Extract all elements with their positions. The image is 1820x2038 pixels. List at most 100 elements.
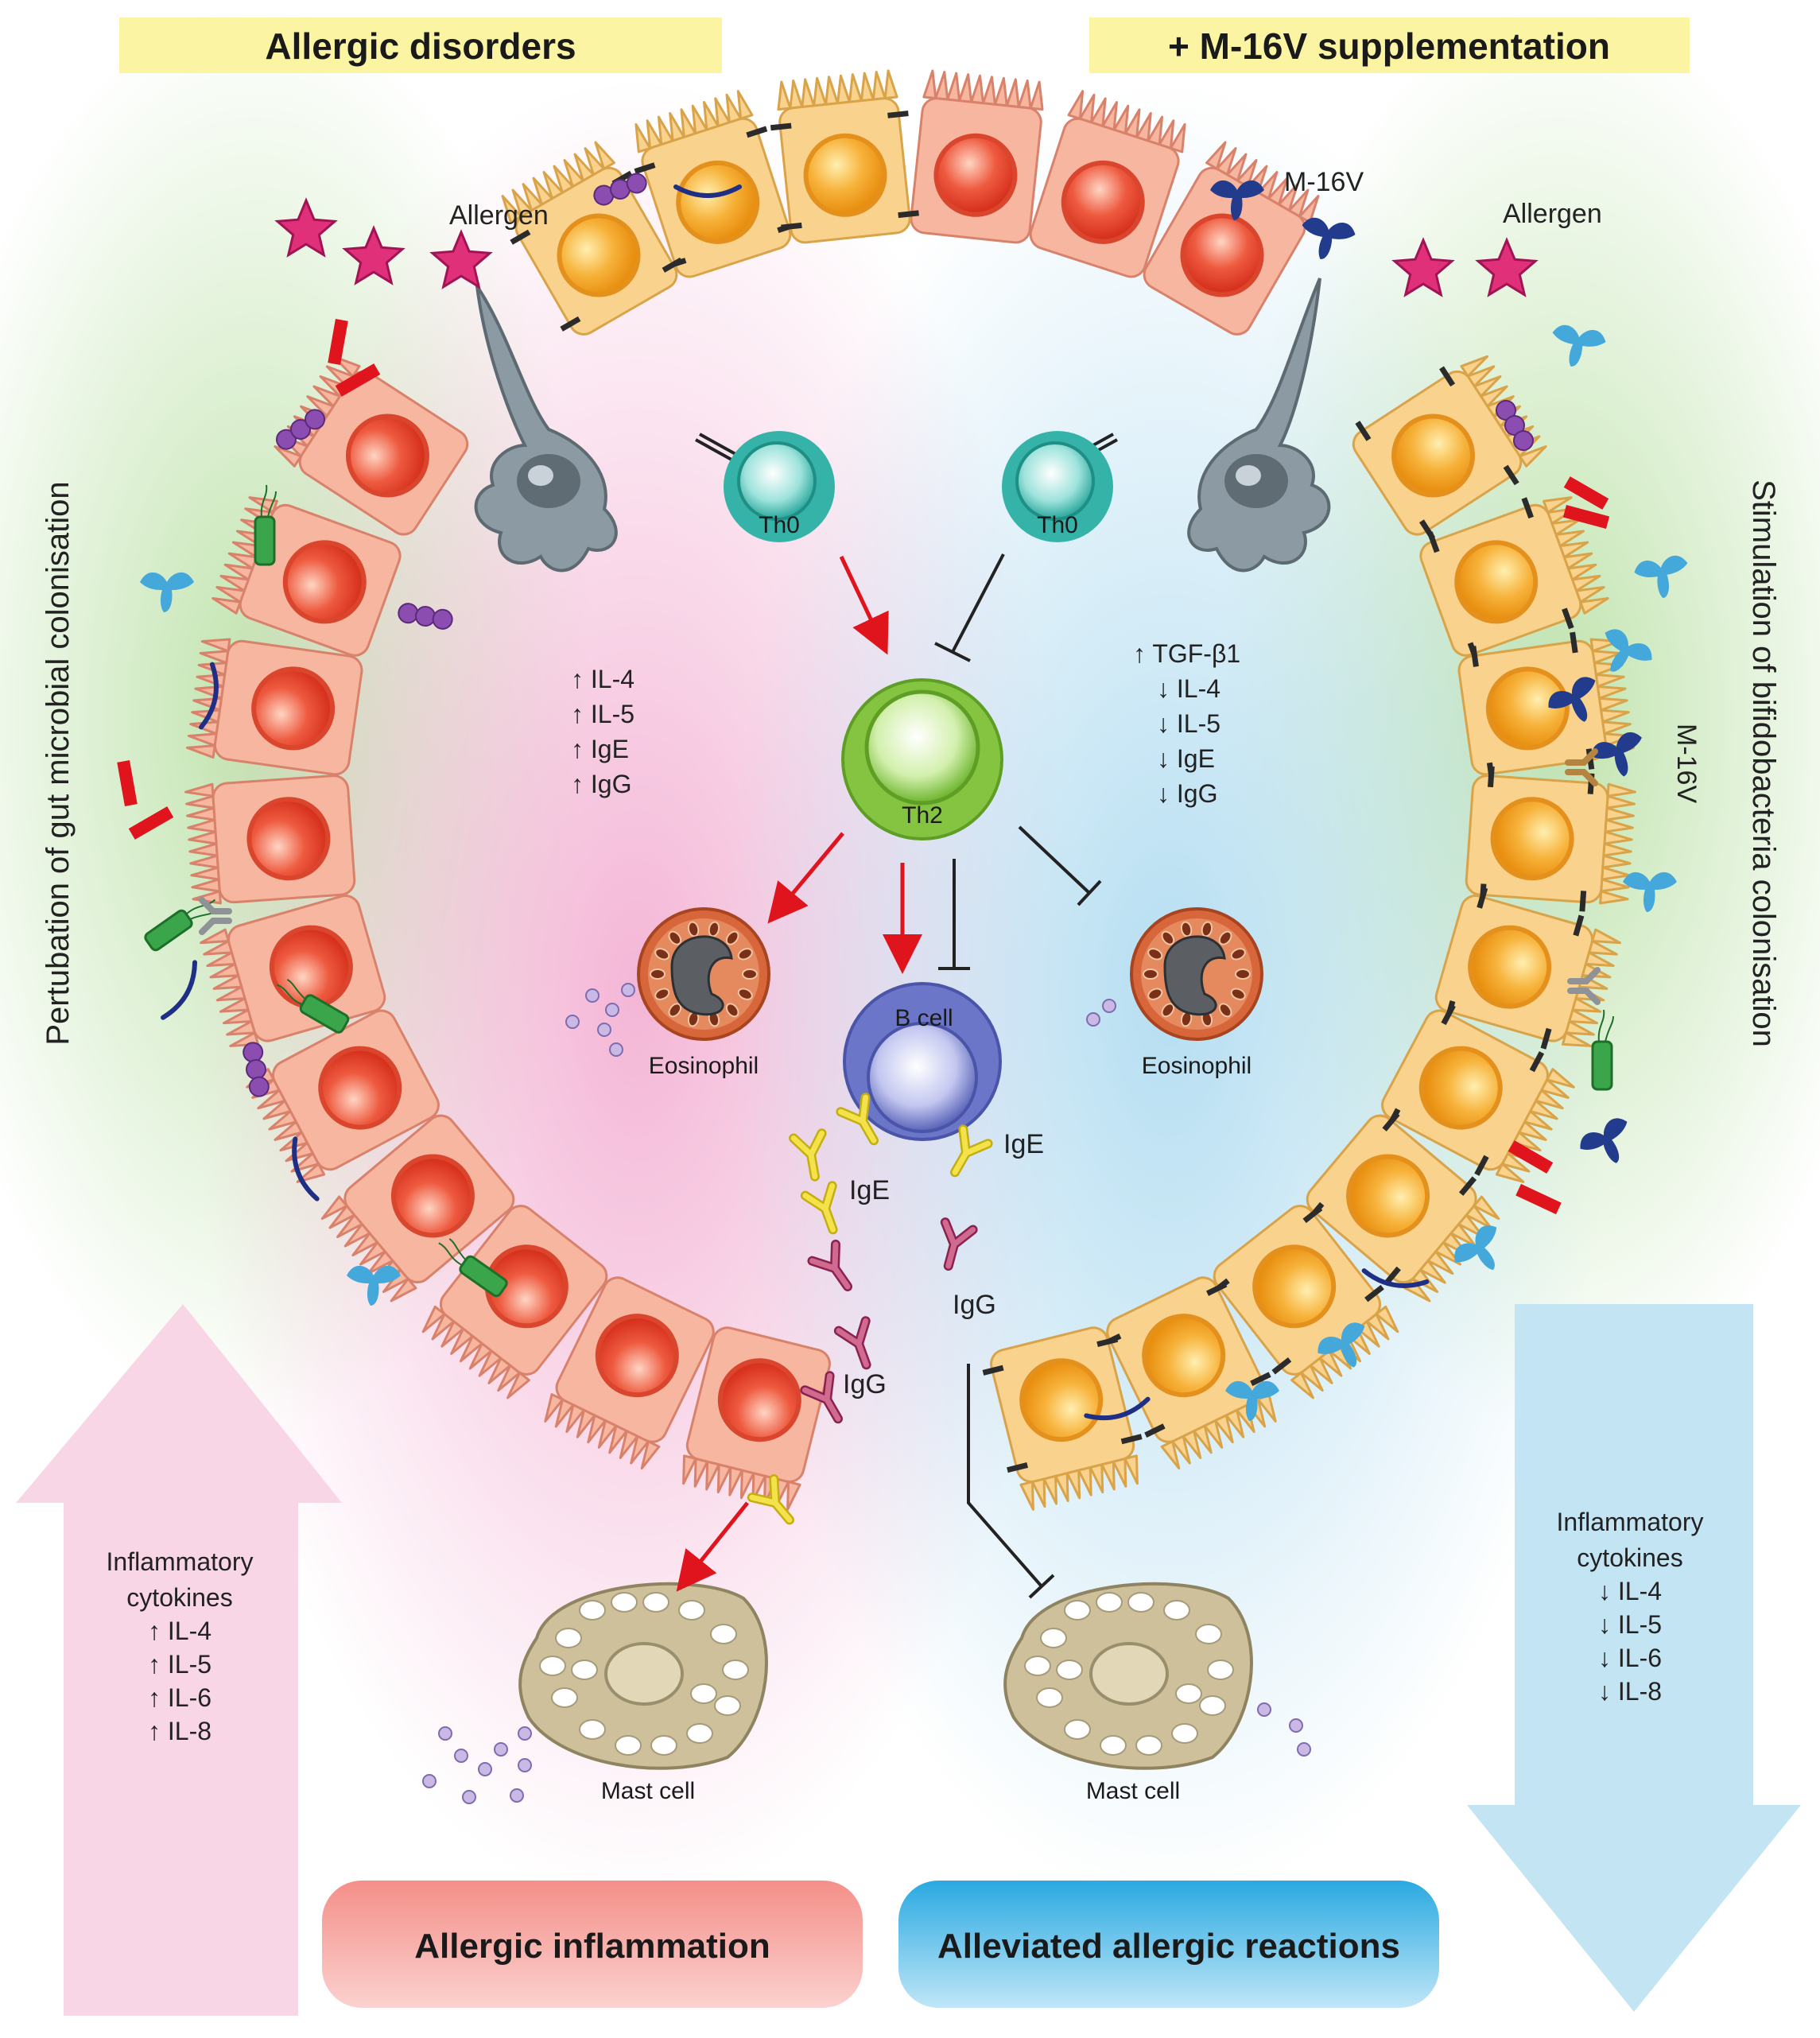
granule: [708, 921, 720, 937]
epithelial-cell: [682, 1326, 831, 1511]
header-right: + M-16V supplementation: [1168, 25, 1610, 67]
m16v-label-top: M-16V: [1284, 167, 1364, 197]
allergen-star: [429, 229, 493, 289]
arrow-right-title-2: cytokines: [1577, 1543, 1682, 1572]
allergen-label-left: Allergen: [449, 200, 549, 231]
cyto-center-left-4: ↑ IgG: [571, 770, 631, 798]
igg-antibody: [833, 1316, 871, 1370]
th2-label: Th2: [902, 802, 943, 829]
ige-antibody: [800, 1181, 838, 1235]
igg-antibody: [940, 1217, 978, 1271]
red-bacterium: [335, 363, 381, 397]
granule: [571, 1660, 598, 1680]
eosinophil-right: [1130, 907, 1263, 1041]
granule: [654, 948, 670, 961]
bifidobacterium: [347, 1265, 401, 1306]
side-label-left: Pertubation of gut microbial colonisatio…: [41, 481, 76, 1045]
granule: [1180, 921, 1193, 937]
th0-label-left: Th0: [759, 512, 800, 538]
bifidobacterium: [1623, 871, 1677, 912]
arrow-right-cytokines: Inflammatory cytokines ↓ IL-4 ↓ IL-5 ↓ I…: [1557, 1508, 1704, 1706]
epithelial-cell: [1352, 355, 1547, 540]
bcell-label: B cell: [894, 1005, 953, 1031]
antibodies: [747, 1093, 993, 1525]
curved-bacterium: [161, 960, 197, 1020]
th2-cell: [841, 678, 1003, 840]
epithelial-cell: [1457, 631, 1636, 784]
th0-cell-right: [1002, 431, 1113, 542]
granule-dot: [609, 1042, 623, 1057]
granule: [650, 1735, 677, 1756]
m16v-bifidobacterium: [1210, 180, 1264, 220]
cyto-center-left-1: ↑ IL-4: [571, 665, 634, 693]
granule-dot: [478, 1762, 492, 1776]
arrow-right-item-4: ↓ IL-8: [1598, 1677, 1662, 1706]
red-bacterium: [1563, 476, 1609, 510]
granule: [1056, 1660, 1083, 1680]
granule: [725, 1003, 739, 1018]
arrow-left-item-4: ↑ IL-8: [148, 1717, 211, 1745]
receptor: [199, 897, 232, 935]
granule: [551, 1687, 578, 1708]
epithelial-cell: [1419, 496, 1609, 664]
cyto-center-right-5: ↓ IgG: [1157, 779, 1217, 808]
red-bacterium: [1515, 1183, 1562, 1215]
granule: [1163, 1600, 1190, 1621]
granule: [1100, 1735, 1127, 1756]
m16v-bifidobacterium: [1580, 1118, 1628, 1163]
bifidobacterium: [1605, 629, 1652, 672]
granule-dot: [518, 1726, 532, 1741]
dendritic-cell-left: [474, 285, 618, 573]
granule-dot: [438, 1726, 452, 1741]
cytokines-center-left: ↑ IL-4 ↑ IL-5 ↑ IgE ↑ IgG: [571, 665, 634, 798]
granule-dot: [565, 1015, 580, 1029]
granule: [579, 1719, 606, 1740]
curved-bacterium: [673, 184, 742, 198]
granule-dot: [585, 988, 600, 1003]
coccus-chain: [275, 409, 326, 450]
m16v-bifidobacterium: [1590, 732, 1642, 777]
granule: [654, 988, 670, 1000]
ige-antibody: [950, 1124, 993, 1178]
epithelial-cell: [910, 69, 1044, 244]
granule-dot: [1297, 1742, 1311, 1757]
dendritic-cell-right: [1187, 278, 1331, 573]
red-bacterium: [1562, 505, 1610, 529]
granule: [1064, 1600, 1091, 1621]
granule: [737, 988, 753, 1000]
ige-antibody: [836, 1093, 879, 1146]
granule: [555, 1628, 582, 1648]
granule: [1230, 948, 1246, 961]
receptor: [1565, 748, 1598, 786]
epithelial-cell: [1143, 141, 1320, 336]
bifidobacterium: [1552, 324, 1606, 367]
epithelium-left: [184, 69, 1320, 1511]
granule: [1127, 1592, 1154, 1613]
green-bacterium: [276, 979, 350, 1034]
bifidobacterium: [1454, 1225, 1497, 1271]
th0-label-right: Th0: [1037, 512, 1078, 538]
granule: [1199, 1695, 1226, 1716]
granule: [668, 930, 682, 945]
epithelial-cell: [1465, 766, 1636, 912]
granule: [710, 1624, 737, 1644]
outcome-box-right: [898, 1881, 1439, 2008]
igg-antibody: [807, 1240, 853, 1291]
igg-label-left: IgG: [843, 1369, 887, 1399]
granule-dot: [1289, 1718, 1303, 1733]
granule-dot: [510, 1788, 524, 1803]
mast-label-left: Mast cell: [601, 1778, 695, 1804]
th0-cell-left: [724, 431, 835, 542]
decrease-arrow: [1467, 1304, 1801, 2012]
epithelial-cell: [982, 1326, 1143, 1511]
receptor: [1567, 967, 1601, 1005]
cyto-center-right-4: ↓ IgE: [1157, 744, 1215, 773]
outcome-left: Allergic inflammation: [414, 1927, 770, 1966]
arrow-right-item-3: ↓ IL-6: [1598, 1644, 1662, 1672]
epithelial-cell: [184, 774, 356, 905]
granule: [1143, 969, 1158, 980]
arrow-left-item-3: ↑ IL-6: [148, 1683, 211, 1712]
granule: [1064, 1719, 1091, 1740]
granule: [539, 1656, 566, 1676]
